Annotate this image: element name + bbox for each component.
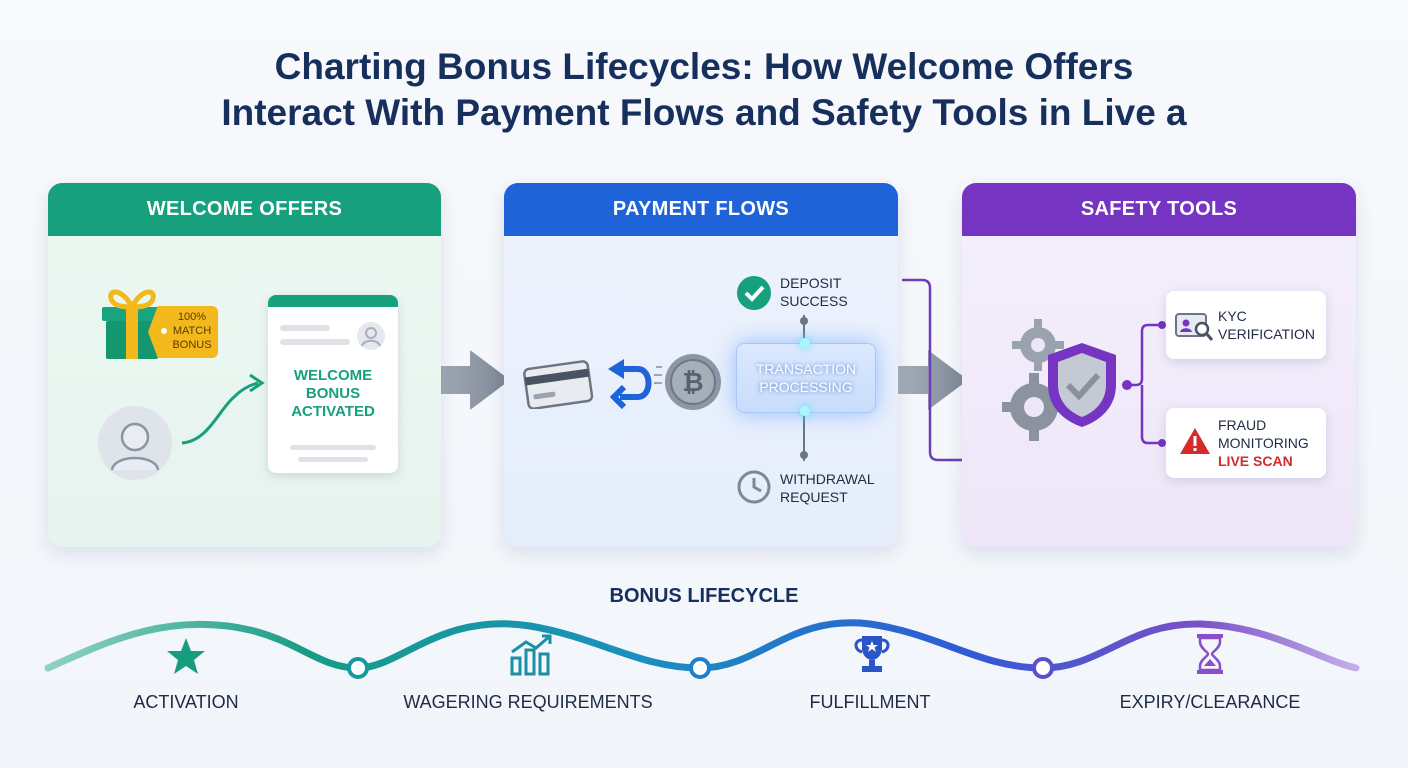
- deposit-line-2: SUCCESS: [780, 293, 848, 309]
- transaction-processing-box: TRANSACTION PROCESSING: [736, 338, 876, 416]
- lifecycle-wave: [44, 619, 1360, 679]
- fraud-card: FRAUD MONITORING LIVE SCAN: [1166, 408, 1326, 478]
- withdrawal-line-1: WITHDRAWAL: [780, 471, 875, 487]
- deposit-label: DEPOSIT SUCCESS: [780, 274, 848, 310]
- credit-card-icon: [523, 360, 594, 409]
- link-deposit-to-safety: [902, 278, 990, 462]
- stage-label: ACTIVATION: [133, 692, 239, 712]
- wave-node-1: [347, 657, 369, 679]
- clock-icon: [737, 470, 771, 504]
- withdrawal-label: WITHDRAWAL REQUEST: [780, 470, 875, 506]
- welcome-offers-panel: WELCOME OFFERS 100% MATCH BONUS: [48, 183, 441, 547]
- arrow-welcome-to-payment: [398, 350, 510, 410]
- bonus-activated-card: WELCOME BONUS ACTIVATED: [268, 295, 398, 473]
- fraud-line-2: MONITORING: [1218, 435, 1309, 451]
- payment-flows-panel: PAYMENT FLOWS ₿ DEPOSIT SUCCESS: [504, 183, 898, 547]
- arrow-payment-to-safety: [872, 350, 968, 410]
- lifecycle-title: BONUS LIFECYCLE: [609, 585, 799, 607]
- processing-line-1: TRANSACTION: [755, 361, 857, 377]
- title-line-1: Charting Bonus Lifecycles: How Welcome O…: [274, 46, 1134, 87]
- card-avatar-icon: [357, 322, 385, 350]
- safety-tools-panel: SAFETY TOOLS: [962, 183, 1356, 547]
- kyc-line-1: KYC: [1218, 308, 1247, 324]
- gift-icon: [102, 289, 162, 359]
- card-line-3: ACTIVATED: [291, 403, 375, 420]
- growth-chart-icon: [510, 634, 552, 676]
- card-line-2: BONUS: [305, 385, 361, 402]
- payment-flows-header: PAYMENT FLOWS: [504, 183, 898, 236]
- trophy-icon: [854, 636, 890, 672]
- hourglass-icon: [1197, 634, 1223, 674]
- fraud-line-3: LIVE SCAN: [1218, 453, 1293, 469]
- glow-dot-bottom: [800, 406, 810, 416]
- user-icon: [98, 406, 172, 480]
- gear-icon: [1002, 319, 1066, 441]
- page-title: Charting Bonus Lifecycles: How Welcome O…: [0, 44, 1408, 136]
- curved-arrow: [181, 373, 265, 445]
- wave-node-2: [689, 657, 711, 679]
- kyc-line-2: VERIFICATION: [1218, 326, 1315, 342]
- star-icon: [167, 638, 205, 674]
- stage-label: FULFILLMENT: [809, 692, 931, 712]
- tag-hole: [161, 328, 167, 334]
- warning-icon: [1180, 428, 1210, 454]
- card-topbar: [268, 295, 398, 307]
- svg-text:₿: ₿: [682, 368, 703, 398]
- withdrawal-line-2: REQUEST: [780, 489, 848, 505]
- wave-node-3: [1032, 657, 1054, 679]
- welcome-offers-header: WELCOME OFFERS: [48, 183, 441, 236]
- stage-label: EXPIRY/CLEARANCE: [1119, 692, 1301, 712]
- id-card-search-icon: [1175, 313, 1214, 341]
- bitcoin-icon: ₿: [665, 354, 721, 410]
- deposit-line-1: DEPOSIT: [780, 275, 842, 291]
- kyc-card: KYC VERIFICATION: [1166, 291, 1326, 359]
- title-line-2: Interact With Payment Flows and Safety T…: [221, 92, 1187, 133]
- tag-line-1: 100%: [177, 311, 207, 323]
- exchange-icon: [608, 359, 662, 410]
- safety-tools-header: SAFETY TOOLS: [962, 183, 1356, 236]
- stage-label: WAGERING REQUIREMENTS: [403, 692, 653, 712]
- card-line-1: WELCOME: [293, 367, 373, 384]
- tag-line-3: BONUS: [172, 339, 212, 351]
- check-circle-icon: [737, 276, 771, 310]
- processing-line-2: PROCESSING: [759, 379, 853, 395]
- fraud-line-1: FRAUD: [1218, 417, 1267, 433]
- branch-connector: [1122, 321, 1166, 447]
- glow-dot-top: [800, 338, 810, 348]
- bonus-tag: 100% MATCH BONUS: [148, 306, 218, 358]
- tag-line-2: MATCH: [172, 325, 212, 337]
- shield-check-icon: [1048, 343, 1116, 427]
